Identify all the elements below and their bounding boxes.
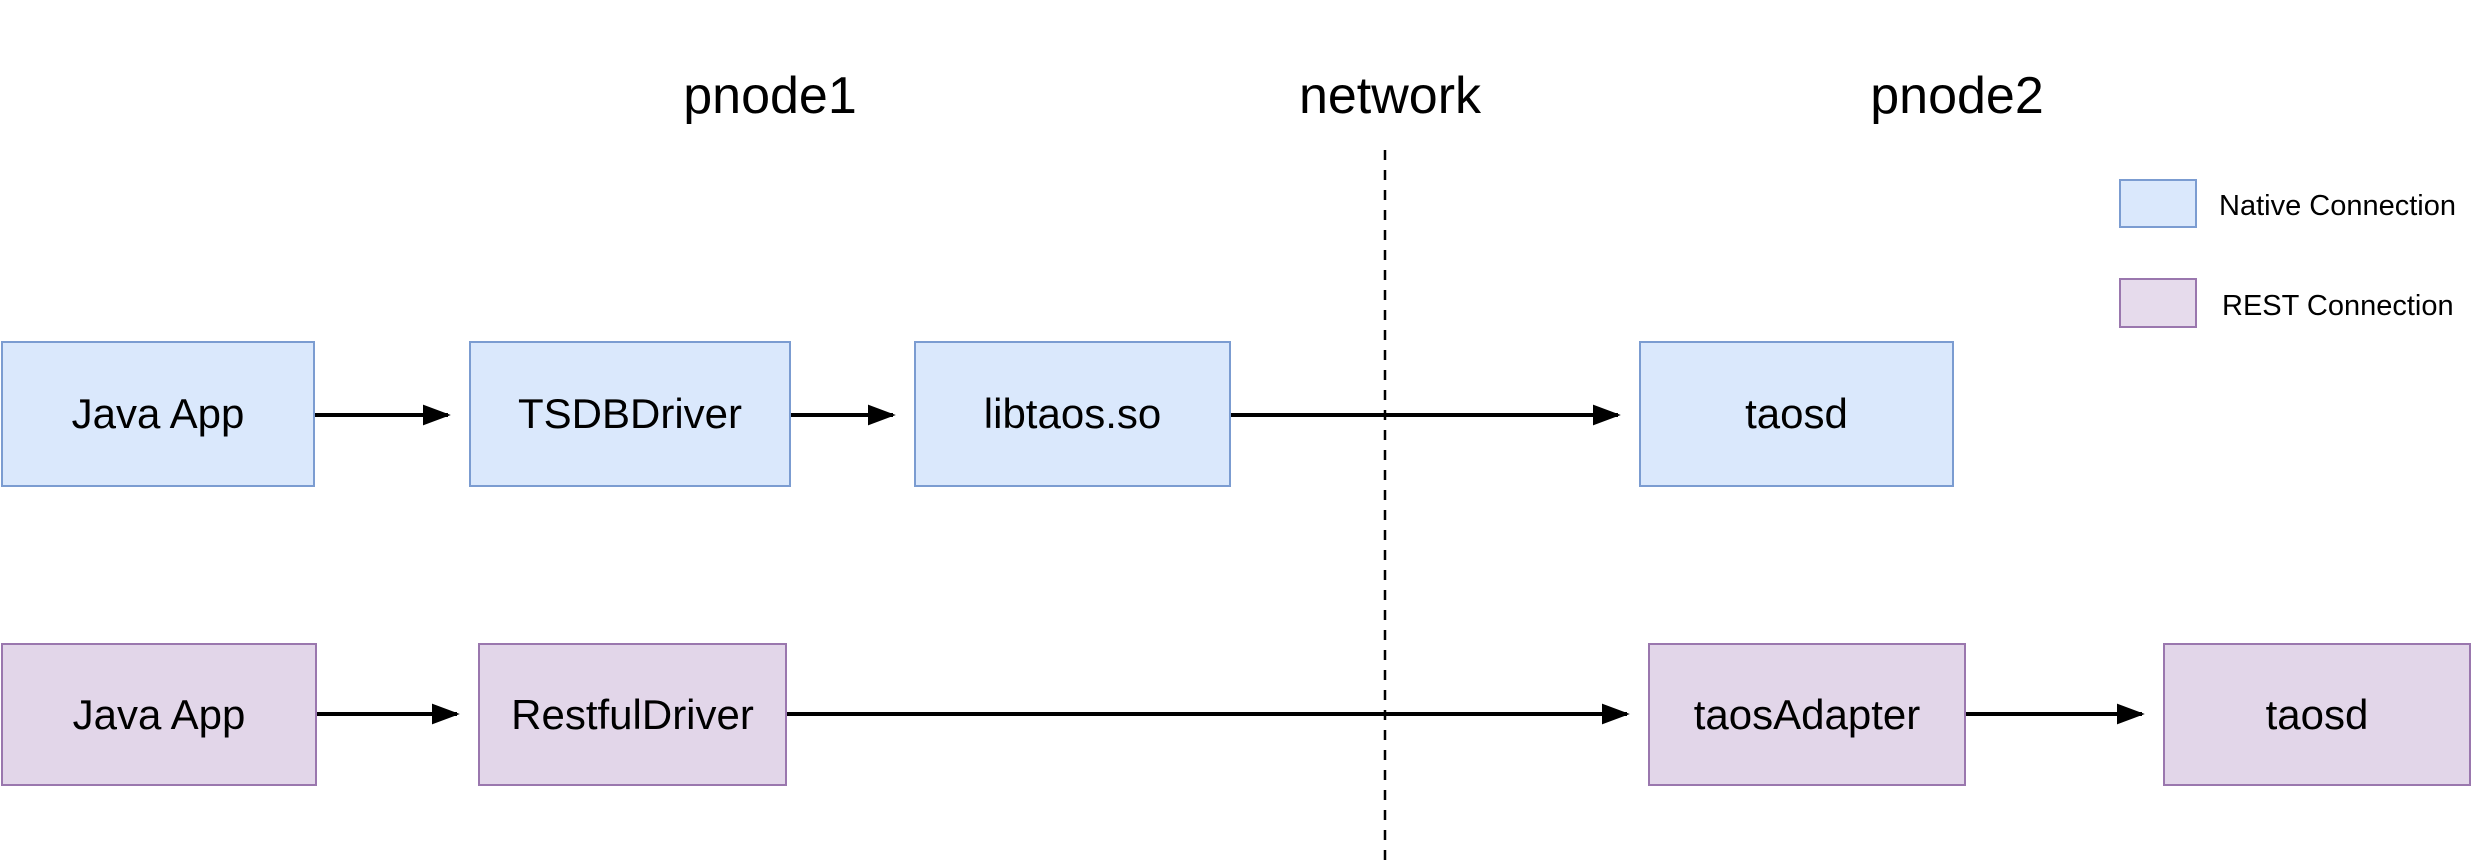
node-libtaos-so: libtaos.so	[914, 341, 1231, 487]
zone-label-pnode1: pnode1	[683, 67, 857, 125]
node-taosd-rest: taosd	[2163, 643, 2471, 786]
zone-label-network: network	[1298, 67, 1482, 125]
legend-swatch-native-connection	[2119, 179, 2197, 228]
node-tsdbdriver: TSDBDriver	[469, 341, 791, 487]
node-taosd-native: taosd	[1639, 341, 1954, 487]
legend-swatch-rest-connection	[2119, 278, 2197, 328]
node-java-app-rest: Java App	[1, 643, 317, 786]
legend-label-native-connection: Native Connection	[2219, 190, 2456, 222]
node-restfuldriver: RestfulDriver	[478, 643, 787, 786]
node-taosadapter: taosAdapter	[1648, 643, 1966, 786]
node-java-app-native: Java App	[1, 341, 315, 487]
zone-label-pnode2: pnode2	[1870, 67, 2044, 125]
legend-label-rest-connection: REST Connection	[2222, 290, 2454, 322]
